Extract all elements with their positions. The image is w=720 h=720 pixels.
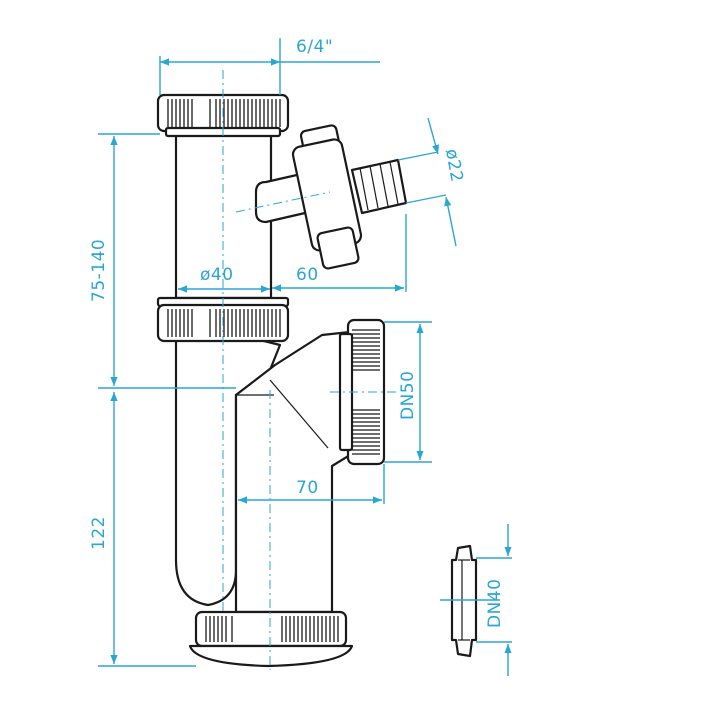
dimension-labels: 6/4" 75-140 ø40 60 ø22 DN50 70 122 DN40 bbox=[89, 37, 505, 628]
label-hose-diameter: ø22 bbox=[441, 147, 467, 184]
outlet-nut bbox=[338, 318, 386, 466]
side-inlet bbox=[254, 124, 408, 270]
label-height-adjust: 75-140 bbox=[89, 239, 109, 302]
label-thread-size: 6/4" bbox=[296, 37, 333, 57]
dn40-reducer-adapter bbox=[450, 544, 478, 658]
label-side-inlet-offset: 60 bbox=[296, 265, 319, 285]
label-outlet-size: DN50 bbox=[398, 371, 418, 420]
label-outlet-offset: 70 bbox=[296, 478, 319, 498]
label-adapter-size: DN40 bbox=[485, 579, 505, 628]
elbow-inner-edge bbox=[269, 379, 329, 449]
label-bottom-height: 122 bbox=[89, 516, 109, 550]
center-lines bbox=[222, 70, 400, 670]
siphon-body bbox=[156, 93, 408, 668]
dimension-lines bbox=[98, 38, 512, 676]
bottom-cleanout-cap bbox=[188, 610, 354, 668]
label-pipe-diameter: ø40 bbox=[200, 265, 234, 285]
